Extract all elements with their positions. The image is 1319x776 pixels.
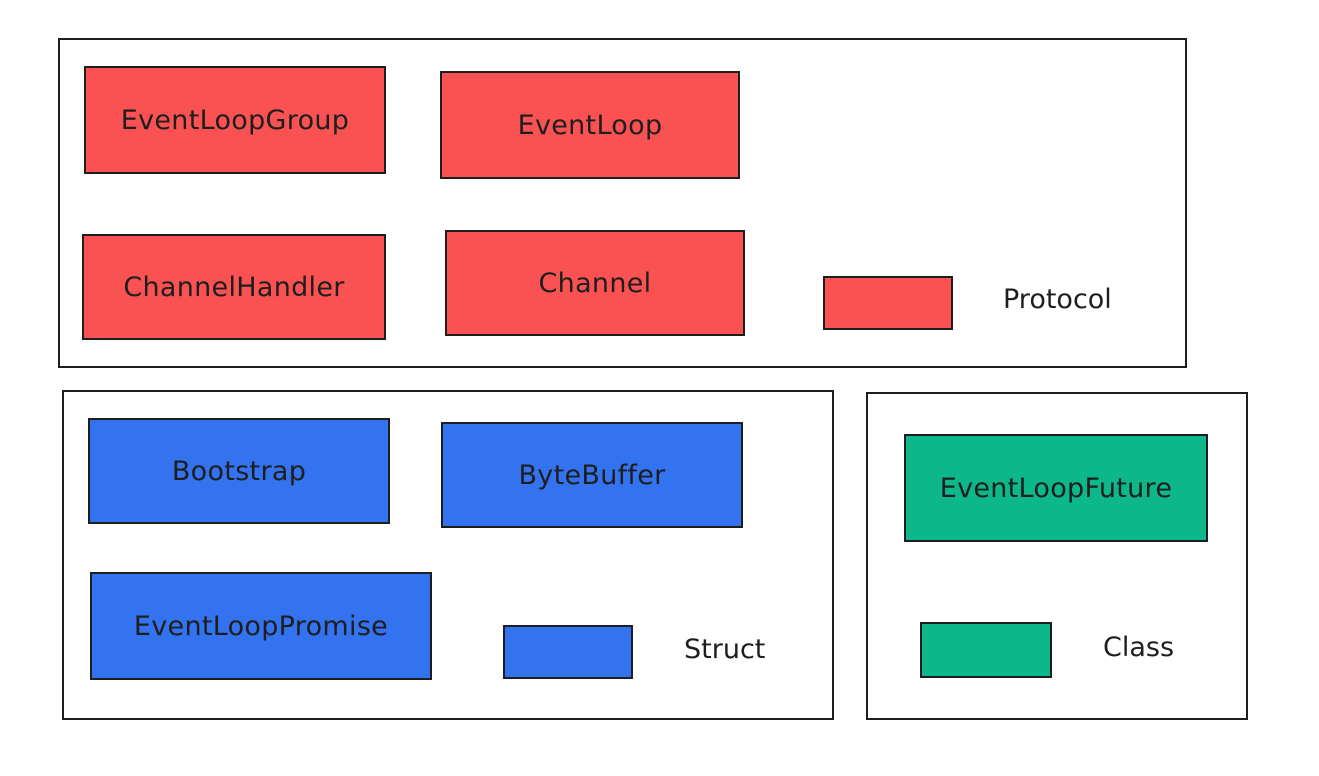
protocol-legend-swatch (823, 276, 953, 330)
channel-handler-box: ChannelHandler (82, 234, 386, 340)
struct-legend-label: Struct (684, 634, 766, 665)
class-legend-swatch (920, 622, 1052, 678)
event-loop-promise-box: EventLoopPromise (90, 572, 432, 680)
event-loop-future-box: EventLoopFuture (904, 434, 1208, 542)
protocol-legend-label: Protocol (1003, 284, 1112, 315)
byte-buffer-box: ByteBuffer (441, 422, 743, 528)
bootstrap-box: Bootstrap (88, 418, 390, 524)
class-legend-label: Class (1103, 632, 1175, 663)
event-loop-box: EventLoop (440, 71, 740, 179)
event-loop-group-box: EventLoopGroup (84, 66, 386, 174)
channel-box: Channel (445, 230, 745, 336)
struct-legend-swatch (503, 625, 633, 679)
